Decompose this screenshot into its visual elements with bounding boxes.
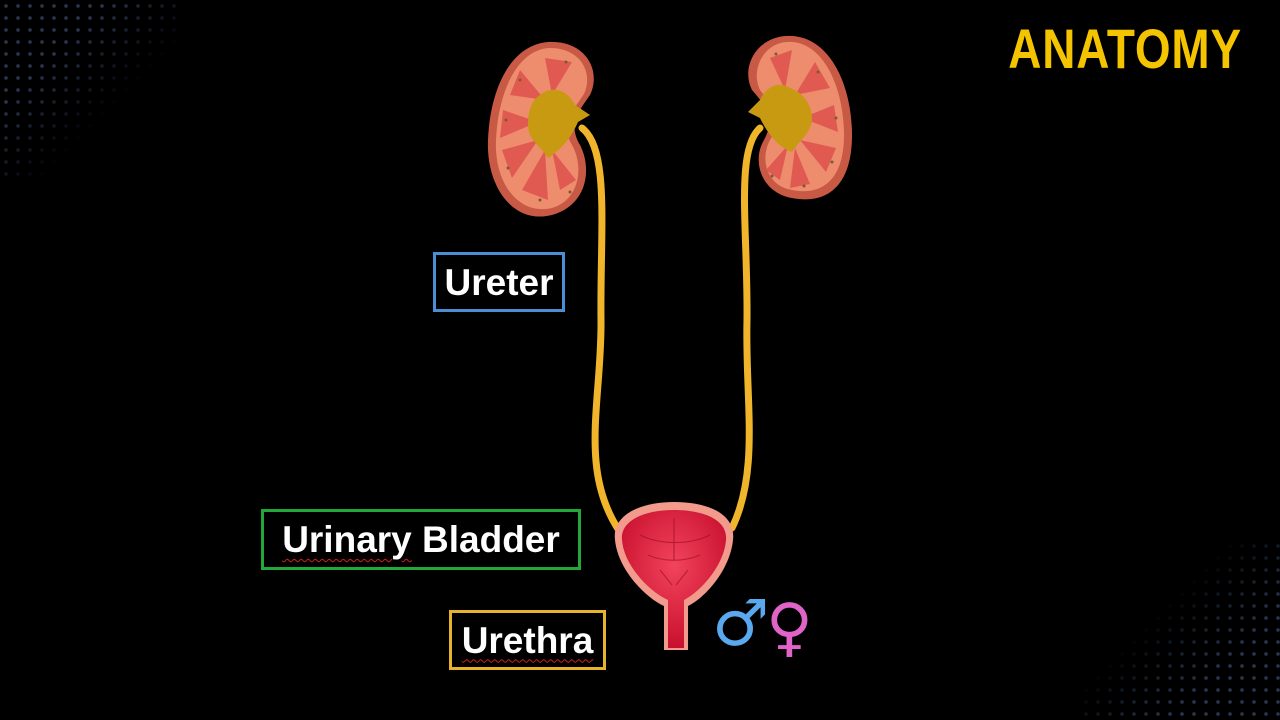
ureter-label-box: Ureter bbox=[433, 252, 565, 312]
ureter-right bbox=[728, 124, 764, 532]
kidney-right bbox=[748, 35, 852, 200]
dot-pattern-top-left bbox=[0, 0, 180, 180]
male-symbol-icon: ♂ bbox=[712, 587, 770, 661]
urinary-bladder bbox=[614, 502, 734, 650]
urinary-bladder-label-box: Urinary Bladder bbox=[261, 509, 581, 570]
urethra-label: Urethra bbox=[461, 619, 594, 661]
bladder-word: Bladder bbox=[422, 519, 560, 560]
ureter-left bbox=[578, 124, 624, 536]
female-symbol-icon: ♀ bbox=[766, 591, 813, 665]
kidney-left bbox=[487, 41, 594, 217]
urinary-word: Urinary bbox=[282, 519, 412, 560]
brand-title: ANATOMY bbox=[1008, 17, 1242, 80]
urinary-bladder-label: Urinary Bladder bbox=[282, 521, 560, 558]
ureter-label: Ureter bbox=[444, 261, 554, 303]
urethra-label-box: Urethra bbox=[449, 610, 606, 670]
dot-pattern-bottom-right bbox=[1080, 540, 1280, 720]
